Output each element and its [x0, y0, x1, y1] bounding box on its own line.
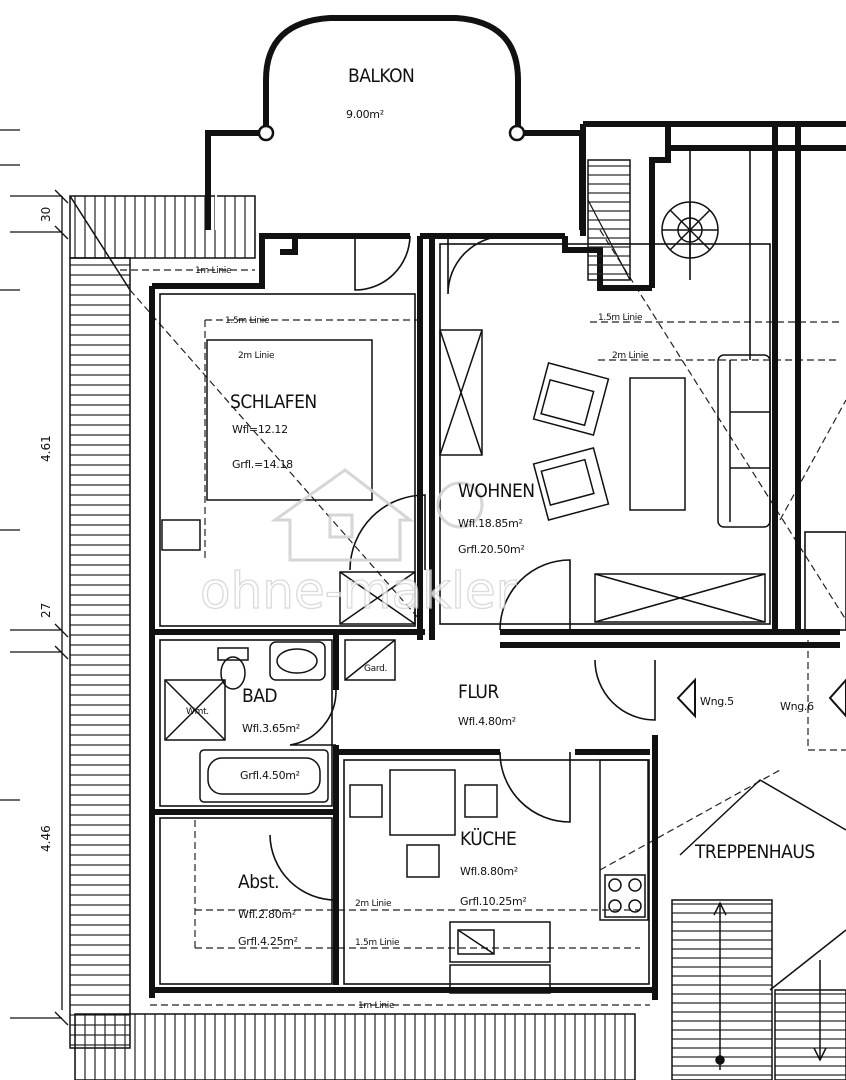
stair-bottom	[671, 779, 846, 1080]
plant-icon	[661, 201, 719, 259]
wing-arrows	[676, 677, 846, 719]
room-grfl-schlafen: Grfl.=14.18	[232, 458, 293, 471]
watermark: ohne-makler	[199, 468, 517, 621]
dimension-line	[0, 129, 69, 1026]
dimension-461: 4.61	[39, 435, 53, 462]
stair-top	[587, 159, 631, 281]
height-line-1m-bottom: 1m Linie	[358, 1001, 395, 1011]
room-name-treppenhaus: TREPPENHAUS	[694, 841, 815, 863]
room-area-balkon: 9.00m²	[346, 108, 384, 121]
label-gard: Gard.	[364, 664, 387, 674]
balcony	[205, 15, 585, 230]
room-name-wohnen: WOHNEN	[458, 480, 535, 502]
room-name-bad: BAD	[242, 685, 277, 707]
room-grfl-wohnen: Grfl.20.50m²	[458, 543, 525, 556]
room-name-abst: Abst.	[238, 871, 279, 893]
height-line-15m-schlafen: 1.5m Linie	[225, 316, 270, 326]
room-name-schlafen: SCHLAFEN	[230, 391, 317, 413]
walls	[149, 121, 846, 1000]
room-wfl-flur: Wfl.4.80m²	[458, 715, 516, 728]
room-wfl-bad: Wfl.3.65m²	[242, 722, 300, 735]
dimension-446: 4.46	[39, 825, 53, 852]
height-line-2m-schlafen: 2m Linie	[238, 351, 275, 361]
room-name-flur: FLUR	[458, 681, 499, 703]
label-wmt: Wmt.	[186, 707, 209, 717]
label-wng6: Wng.6	[780, 700, 814, 713]
roof-hatching	[69, 195, 636, 1080]
room-grfl-abst: Grfl.4.25m²	[238, 935, 298, 948]
height-lines	[120, 229, 846, 1006]
room-wfl-schlafen: Wfl=12.12	[232, 423, 288, 436]
room-grfl-kueche: Grfl.10.25m²	[460, 895, 527, 908]
dimension-27: 27	[39, 603, 53, 618]
room-wfl-abst: Wfl.2.80m²	[238, 908, 296, 921]
room-wfl-wohnen: Wfl.18.85m²	[458, 517, 523, 530]
height-line-1m-top: 1m Linie	[195, 266, 232, 276]
room-name-kueche: KÜCHE	[460, 827, 516, 850]
labels: BALKON 9.00m² SCHLAFEN Wfl=12.12 Grfl.=1…	[39, 65, 815, 1011]
dimension-30: 30	[39, 207, 53, 222]
room-name-balkon: BALKON	[348, 65, 414, 87]
furniture	[161, 329, 771, 994]
watermark-text: ohne-makler	[200, 562, 517, 620]
room-grfl-bad: Grfl.4.50m²	[240, 769, 300, 782]
room-wfl-kueche: Wfl.8.80m²	[460, 865, 518, 878]
height-line-2m-kueche: 2m Linie	[355, 899, 392, 909]
height-line-15m-kueche: 1.5m Linie	[355, 938, 400, 948]
doors	[269, 235, 656, 901]
height-line-15m-wohnen: 1.5m Linie	[598, 313, 643, 323]
label-wng5: Wng.5	[700, 695, 734, 708]
height-line-2m-wohnen: 2m Linie	[612, 351, 649, 361]
